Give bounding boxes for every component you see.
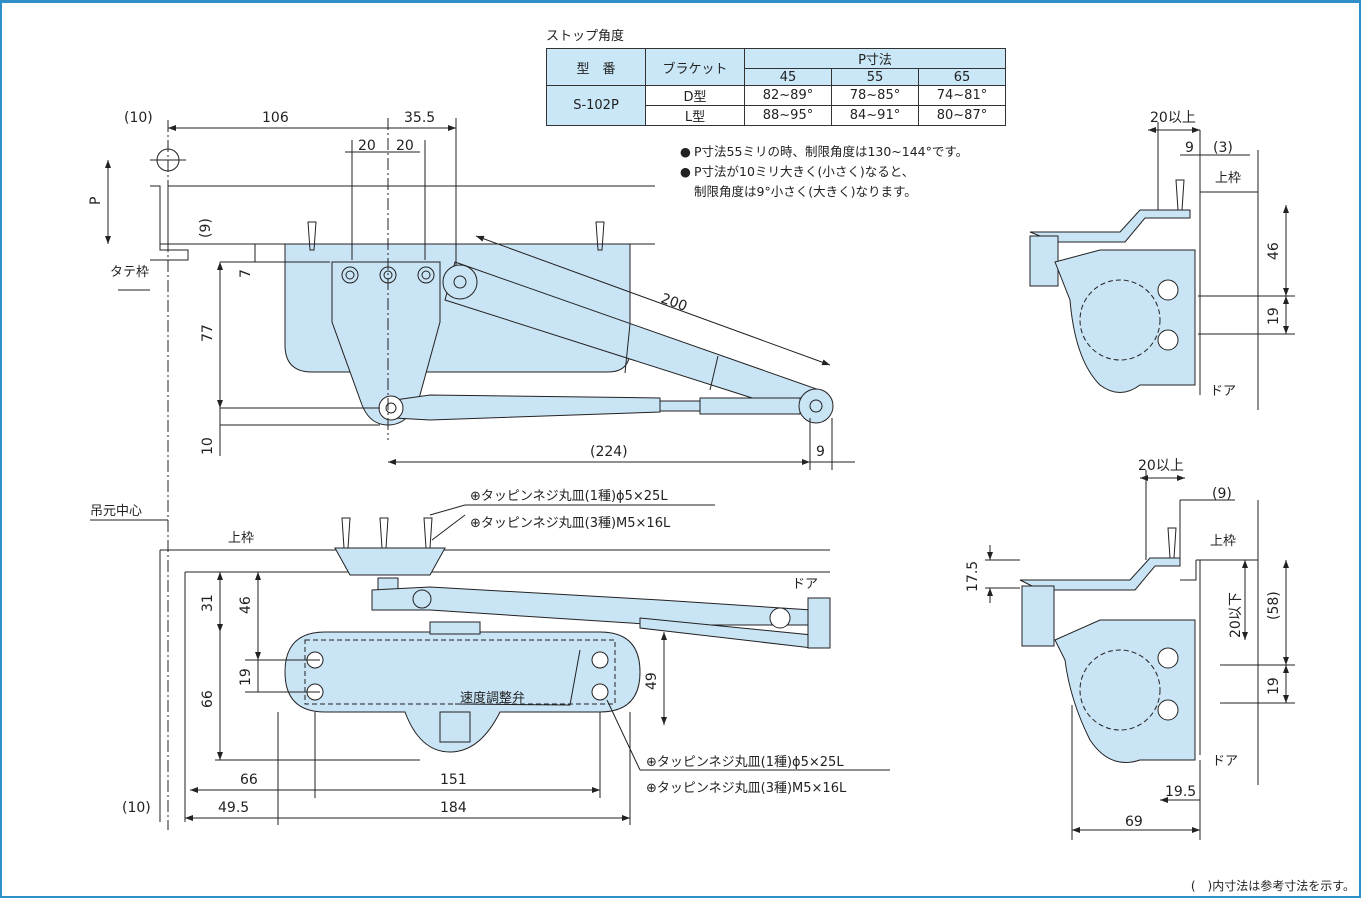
speed-valve-label: 速度調整弁 — [460, 690, 525, 706]
dim-20b: 20 — [396, 138, 414, 154]
dim-7: 7 — [238, 269, 254, 278]
notes: ●P寸法55ミリの時、制限角度は130~144°です。 ●P寸法が10ミリ大きく… — [680, 142, 968, 202]
side-view-l-labels: 20以上 (9) 上枠 17.5 20以下 (58) 19 ドア 19.5 69 — [965, 458, 1282, 830]
dim-20a: 20 — [358, 138, 376, 154]
note-3: 制限角度は9°小さく(大きく)なります。 — [694, 184, 917, 199]
l-upper-frame: 上枠 — [1210, 534, 1236, 549]
screw3-label: ⊕タッピンネジ丸皿(1種)ϕ5×25L — [646, 754, 844, 770]
dim-106: 106 — [262, 110, 289, 126]
d-dim-46: 46 — [1266, 242, 1282, 260]
angle-d-45: 82~89° — [744, 85, 832, 106]
l-dim-17-5: 17.5 — [965, 561, 981, 592]
l-dim-19-5: 19.5 — [1165, 784, 1196, 800]
dim-66: 66 — [200, 690, 216, 708]
plan-view-labels: 吊元中心 上枠 ドア ⊕タッピンネジ丸皿(1種)ϕ5×25L ⊕タッピンネジ丸皿… — [90, 488, 847, 816]
top-view-labels: (10) 106 35.5 20 20 P (9) 7 77 10 200 (2… — [88, 110, 825, 460]
dim-49: 49 — [644, 672, 660, 690]
screw2-label: ⊕タッピンネジ丸皿(3種)M5×16L — [470, 515, 671, 531]
side-view-d-labels: 20以上 9 (3) 上枠 46 19 ドア — [1150, 110, 1282, 399]
dim-66b: 66 — [240, 772, 258, 788]
l-dim-69: 69 — [1125, 814, 1143, 830]
l-dim-19: 19 — [1266, 677, 1282, 695]
dim-224: (224) — [590, 444, 628, 460]
d-dim-9: 9 — [1185, 140, 1194, 156]
footnote: ( )内寸法は参考寸法を示す。 — [1190, 879, 1355, 893]
side-view-l — [985, 470, 1295, 840]
angle-l-65: 80~87° — [918, 105, 1006, 126]
p-value-45: 45 — [744, 68, 832, 86]
pivot-center-label: 吊元中心 — [90, 504, 142, 519]
dim-49-5: 49.5 — [218, 800, 249, 816]
dim-9b: 9 — [816, 444, 825, 460]
stop-angle-title: ストップ角度 — [546, 29, 625, 44]
d-dim-20up: 20以上 — [1150, 110, 1196, 126]
d-dim-3: (3) — [1213, 140, 1233, 156]
dim-19: 19 — [238, 668, 254, 686]
angle-l-55: 84~91° — [831, 105, 919, 126]
dim-10-plan: (10) — [122, 800, 151, 816]
angle-l-45: 88~95° — [744, 105, 832, 126]
dim-35-5: 35.5 — [404, 110, 435, 126]
l-dim-20down: 20以下 — [1228, 592, 1244, 638]
dim-46: 46 — [238, 596, 254, 614]
col-model-header: 型 番 — [546, 48, 646, 86]
l-door: ドア — [1212, 754, 1238, 769]
d-upper-frame: 上枠 — [1215, 171, 1241, 186]
note-2: ●P寸法が10ミリ大きく(小さく)なると、 — [680, 164, 915, 179]
p-value-55: 55 — [831, 68, 919, 86]
note-1: ●P寸法55ミリの時、制限角度は130~144°です。 — [680, 144, 969, 159]
d-dim-19: 19 — [1266, 307, 1282, 325]
dim-184: 184 — [440, 800, 467, 816]
l-dim-20up: 20以上 — [1138, 458, 1184, 474]
col-bracket-header: ブラケット — [645, 48, 745, 86]
dim-151: 151 — [440, 772, 467, 788]
dim-10: (10) — [124, 110, 153, 126]
plan-view — [90, 504, 890, 825]
dim-10b: 10 — [200, 437, 216, 455]
p-value-65: 65 — [918, 68, 1006, 86]
screw4-label: ⊕タッピンネジ丸皿(3種)M5×16L — [646, 780, 847, 796]
side-view-d — [1029, 122, 1295, 410]
stop-angle-table: 型 番 ブラケット P寸法 45 55 65 S-102P D型 82~89° … — [546, 48, 1006, 126]
dim-77: 77 — [200, 324, 216, 342]
l-dim-9: (9) — [1212, 486, 1232, 502]
dim-31: 31 — [200, 594, 216, 612]
dim-200: 200 — [659, 291, 690, 315]
l-dim-58: (58) — [1266, 591, 1282, 620]
top-view — [105, 118, 855, 830]
model-cell: S-102P — [546, 85, 646, 126]
d-door: ドア — [1210, 384, 1236, 399]
col-p-header: P寸法 — [744, 48, 1006, 69]
upper-frame-label: 上枠 — [228, 531, 254, 546]
door-label: ドア — [792, 577, 818, 592]
tate-waku-label: タテ枠 — [110, 265, 149, 280]
dim-p: P — [88, 197, 104, 205]
screw1-label: ⊕タッピンネジ丸皿(1種)ϕ5×25L — [470, 488, 668, 504]
dim-9: (9) — [198, 218, 214, 238]
